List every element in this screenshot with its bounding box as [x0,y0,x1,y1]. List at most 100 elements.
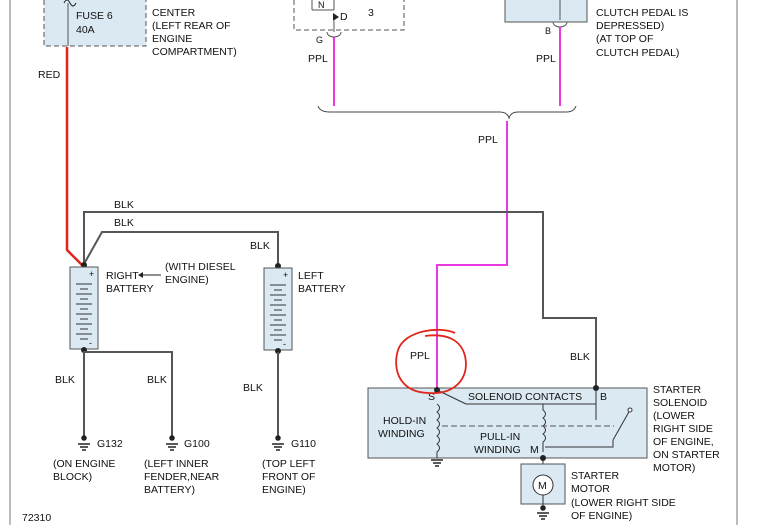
clutch-box-outline [504,0,588,23]
clutch-pin-b: B [545,26,551,36]
solenoid-desc-5: OF ENGINE, [653,436,714,448]
right-battery-body [69,266,99,350]
motor-ground-icon [537,505,549,520]
diesel-note-2: ENGINE) [165,274,209,286]
blk-g110-label: BLK [243,382,263,394]
clutch-desc-4: CLUTCH PEDAL) [596,47,679,59]
figure-id: 72310 [22,512,51,524]
switch-contact-icon [627,407,633,413]
red-wire [65,47,84,267]
fuse-desc-2: (LEFT REAR OF [152,20,231,32]
ppl-relay-label: PPL [308,53,328,65]
fuse-rating: 40A [76,24,95,36]
ppl-solenoid-label: PPL [410,350,430,362]
solenoid-m-node [540,455,546,461]
starter-motor: M [520,460,566,520]
ground-g110-desc-1: (TOP LEFT [262,458,316,470]
blk-left-batt-label: BLK [250,240,270,252]
ground-g110-id: G110 [291,438,316,450]
relay-box: N D 3 G [293,0,405,45]
diesel-note-arrow-icon [138,272,143,278]
fuse-box: FUSE 6 40A [43,0,147,47]
left-battery-plus: + [283,270,288,280]
left-battery-body [263,267,293,351]
solenoid-desc-7: MOTOR) [653,462,695,474]
fuse-name: FUSE 6 [76,10,113,22]
relay-pin-d: D [340,11,348,23]
ground-g132-icon [78,435,90,451]
blk-top1-label: BLK [114,199,134,211]
starter-solenoid: S B SOLENOID CONTACTS HOLD-IN WINDING PU… [367,385,648,467]
blk-wire-g100 [84,351,173,438]
left-battery-cells-icon [270,284,286,341]
ground-g100-desc-3: BATTERY) [144,484,195,496]
right-battery-label-2: BATTERY [106,283,153,295]
solenoid-desc-1: STARTER [653,384,701,396]
solenoid-box [367,387,648,459]
relay-connector-icon [326,31,342,38]
fuse-desc-1: CENTER [152,7,196,19]
motor-desc-4: OF ENGINE) [571,510,632,522]
blk-wire-top-1 [83,211,597,390]
right-battery-cells-icon [76,283,92,340]
right-battery: + - [69,262,99,353]
ground-g110-desc-3: ENGINE) [262,484,306,496]
left-battery-label-1: LEFT [298,270,324,282]
splice-brace [317,105,577,120]
pull-in-label-1: PULL-IN [480,431,520,443]
fuse-box-outline [43,0,147,47]
right-battery-plus: + [89,269,94,279]
ppl-clutch-label: PPL [536,53,556,65]
ground-g110-desc-2: FRONT OF [262,471,315,483]
motor-desc-2: MOTOR [571,483,610,495]
solenoid-desc-4: RIGHT SIDE [653,423,713,435]
left-battery-minus: - [283,339,286,349]
solenoid-b-node [593,385,599,391]
clutch-connector-icon [552,21,568,28]
clutch-desc-3: (AT TOP OF [596,33,653,45]
ground-g132-id: G132 [97,438,123,450]
switch-m-link [545,440,614,448]
ground-g132-desc-2: BLOCK) [53,471,92,483]
ground-g132-desc-1: (ON ENGINE [53,458,115,470]
ground-g110-icon [272,435,284,451]
relay-pin-g: G [316,35,323,45]
clutch-desc-2: DEPRESSED) [596,20,664,32]
hold-in-ground-icon [431,459,443,467]
fuse-desc-4: COMPARTMENT) [152,46,237,58]
red-wire-label: RED [38,69,61,81]
hold-in-label-2: WINDING [378,428,425,440]
solenoid-desc-6: ON STARTER [653,449,720,461]
solenoid-pin-m: M [530,444,539,456]
blk-top2-label: BLK [114,217,134,229]
relay-arrow-icon [333,13,339,21]
ground-g100-desc-2: FENDER,NEAR [144,471,220,483]
annotation-circle [395,328,467,394]
switch-blade [612,409,631,441]
motor-desc-1: STARTER [571,470,619,482]
blk-solenoid-b-label: BLK [570,351,590,363]
motor-symbol: M [538,480,547,492]
blk-right-down-label: BLK [55,374,75,386]
pull-in-label-2: WINDING [474,444,521,456]
hold-in-label-1: HOLD-IN [383,415,426,427]
left-battery-neg-node [275,348,281,354]
blk-wire-top-2 [83,231,279,266]
relay-pin-n: N [318,0,325,10]
hold-in-coil-icon [436,403,440,458]
fuse-symbol-icon [63,0,77,7]
relay-box-outline [293,0,405,31]
blk-g100-label: BLK [147,374,167,386]
solenoid-contacts-label: SOLENOID CONTACTS [468,391,582,403]
left-battery-label-2: BATTERY [298,283,345,295]
ppl-wire-main [436,121,508,390]
solenoid-desc-3: (LOWER [653,410,695,422]
relay-pin-3: 3 [368,7,374,19]
motor-desc-3: (LOWER RIGHT SIDE [571,497,676,509]
ground-g100-desc-1: (LEFT INNER [144,458,209,470]
clutch-desc-1: CLUTCH PEDAL IS [596,7,688,19]
left-battery: + - [263,263,293,354]
fuse-desc-3: ENGINE [152,33,192,45]
solenoid-desc-2: SOLENOID [653,397,708,409]
